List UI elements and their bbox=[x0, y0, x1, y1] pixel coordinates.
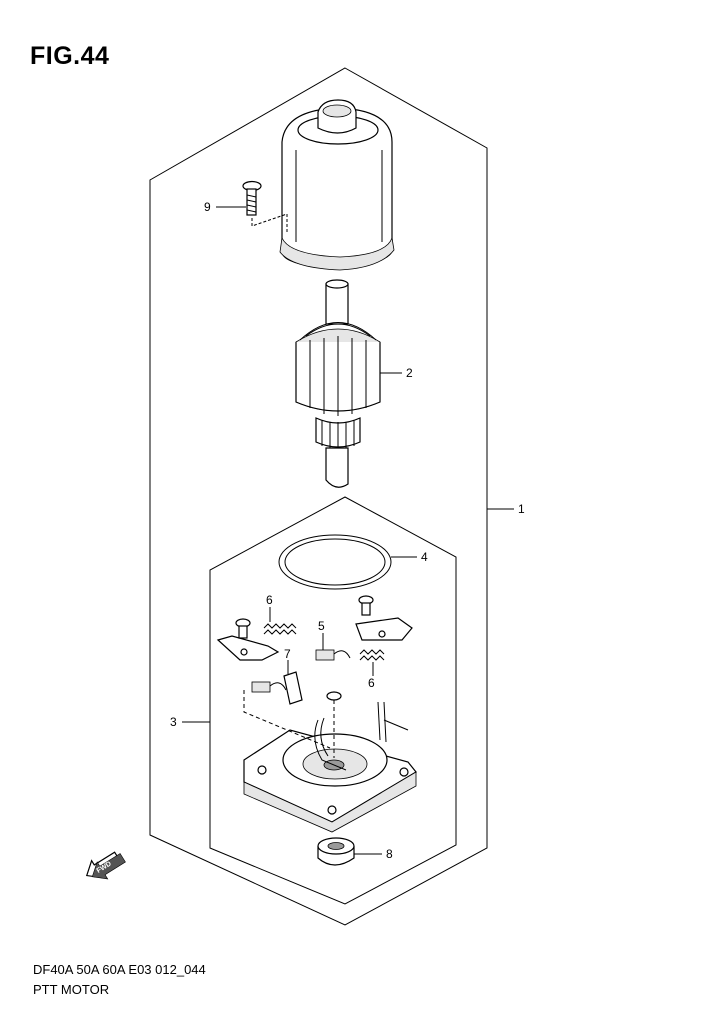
callout-8: 8 bbox=[386, 847, 393, 861]
screw-right-icon bbox=[358, 595, 374, 616]
o-ring bbox=[278, 534, 392, 590]
brush-7-icon bbox=[251, 671, 303, 705]
callout-9: 9 bbox=[204, 200, 211, 214]
spring-6a-icon bbox=[263, 623, 297, 635]
callout-6-upper: 6 bbox=[266, 593, 273, 607]
fwd-arrow-icon: FWD bbox=[85, 851, 126, 880]
screw-9-icon bbox=[242, 180, 288, 234]
motor-housing bbox=[279, 99, 395, 271]
diagram-code: DF40A 50A 60A E03 012_044 bbox=[33, 962, 206, 977]
armature bbox=[295, 279, 381, 488]
callout-6-lower: 6 bbox=[368, 676, 375, 690]
assembly-outline-3 bbox=[209, 496, 457, 905]
screw-left-icon bbox=[235, 618, 251, 639]
washer-icon bbox=[326, 691, 342, 701]
callout-5: 5 bbox=[318, 619, 325, 633]
callout-1: 1 bbox=[518, 502, 525, 516]
callout-4: 4 bbox=[421, 550, 428, 564]
spring-6b-icon bbox=[359, 649, 385, 661]
diagram-name: PTT MOTOR bbox=[33, 982, 110, 997]
assembly-outline-1 bbox=[149, 67, 488, 926]
callout-2: 2 bbox=[406, 366, 413, 380]
brush-holder-base bbox=[243, 701, 417, 833]
brush-plate-left bbox=[216, 635, 280, 661]
bearing-8-icon bbox=[317, 837, 355, 866]
brush-5-icon bbox=[315, 649, 351, 661]
figure-title: FIG.44 bbox=[30, 42, 110, 70]
brush-plate-right bbox=[355, 617, 413, 641]
callout-3: 3 bbox=[170, 715, 177, 729]
callout-7: 7 bbox=[284, 647, 291, 661]
